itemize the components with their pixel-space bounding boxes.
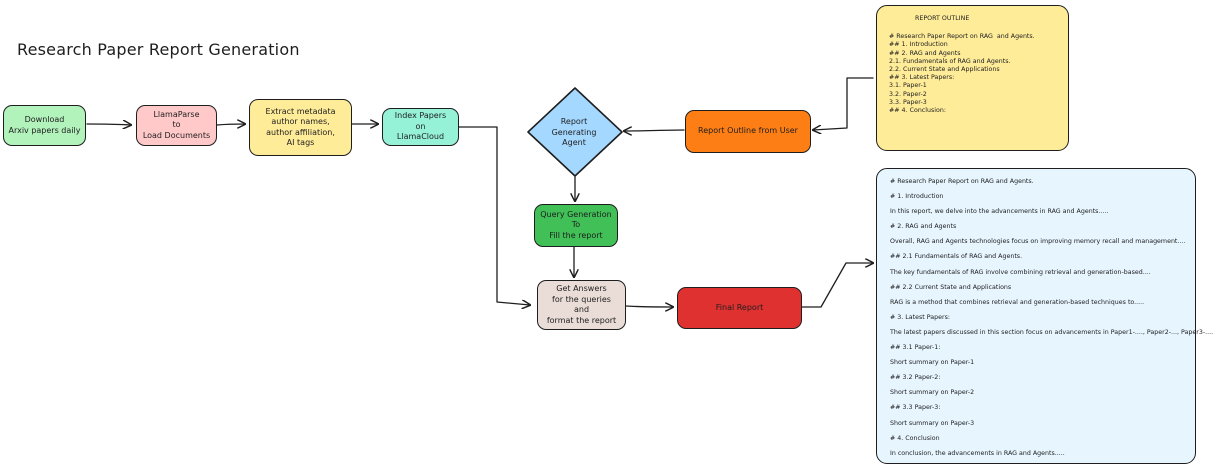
final-line: Short summary on Paper-3 bbox=[890, 419, 975, 427]
download-node: Download Arxiv papers daily bbox=[3, 105, 86, 146]
final-line: Overall, RAG and Agents technologies foc… bbox=[890, 238, 1186, 246]
query-generation-label: Query Generation To Fill the report bbox=[540, 209, 612, 240]
report-outline-note: REPORT OUTLINE # Research Paper Report o… bbox=[876, 5, 1069, 151]
report-generating-agent-label: Report Generating Agent bbox=[551, 117, 597, 147]
outline-line: ## 4. Conclusion: bbox=[889, 107, 947, 115]
arrow-llamaparse-to-extract bbox=[216, 124, 245, 125]
outline-line: # Research Paper Report on RAG and Agent… bbox=[889, 33, 1035, 41]
final-line: ## 2.2 Current State and Applications bbox=[890, 283, 1012, 291]
outline-line: 3.1. Paper-1 bbox=[889, 82, 927, 90]
outline-line: ## 1. Introduction bbox=[889, 41, 948, 49]
final-line: ## 2.1 Fundamentals of RAG and Agents. bbox=[890, 253, 1023, 261]
arrow-get-answers-to-final bbox=[625, 306, 673, 307]
arrow-outline-note-to-outline-box bbox=[813, 77, 874, 130]
final-report-node: Final Report bbox=[677, 287, 802, 329]
report-outline-from-user-node: Report Outline from User bbox=[685, 110, 811, 153]
extract-metadata-node: Extract metadata author names, author af… bbox=[249, 99, 352, 156]
report-outline-from-user-label: Report Outline from User bbox=[698, 126, 798, 136]
extract-metadata-label: Extract metadata author names, author af… bbox=[265, 106, 336, 148]
arrow-outline-box-to-agent bbox=[624, 130, 685, 131]
index-papers-label: Index Papers on LlamaCloud bbox=[394, 111, 447, 142]
final-line: RAG is a method that combines retrieval … bbox=[890, 298, 1145, 306]
get-answers-label: Get Answers for the queries and format t… bbox=[546, 284, 617, 325]
final-line: # 1. Introduction bbox=[890, 193, 944, 201]
diagram-title: Research Paper Report Generation bbox=[17, 40, 300, 59]
final-line: # 2. RAG and Agents bbox=[890, 223, 957, 231]
outline-line: 2.1. Fundamentals of RAG and Agents. bbox=[889, 57, 1011, 65]
final-report-label: Final Report bbox=[715, 302, 764, 312]
get-answers-node: Get Answers for the queries and format t… bbox=[537, 280, 626, 330]
arrow-final-to-final-note bbox=[801, 263, 873, 308]
final-line: ## 3.1 Paper-1: bbox=[890, 344, 941, 352]
arrow-download-to-llamaparse bbox=[86, 124, 131, 125]
outline-line: 3.3. Paper-3 bbox=[889, 98, 927, 106]
final-line: ## 3.3 Paper-3: bbox=[890, 404, 941, 412]
final-line: ## 3.2 Paper-2: bbox=[890, 374, 941, 382]
final-line: Short summary on Paper-1 bbox=[890, 359, 975, 367]
query-generation-node: Query Generation To Fill the report bbox=[534, 204, 618, 247]
final-line: # 3. Latest Papers: bbox=[890, 313, 950, 321]
arrow-index-to-get-answers bbox=[458, 126, 530, 305]
final-line: # 4. Conclusion bbox=[890, 434, 940, 442]
llamaparse-label: LlamaParse to Load Documents bbox=[142, 109, 211, 140]
outline-line: 2.2. Current State and Applications bbox=[889, 66, 1000, 74]
outline-line: 3.2. Paper-2 bbox=[889, 90, 927, 98]
index-papers-node: Index Papers on LlamaCloud bbox=[382, 108, 459, 146]
outline-line: ## 2. RAG and Agents bbox=[889, 49, 961, 57]
final-line: # Research Paper Report on RAG and Agent… bbox=[890, 178, 1034, 185]
final-report-note: # Research Paper Report on RAG and Agent… bbox=[876, 168, 1213, 464]
llamaparse-node: LlamaParse to Load Documents bbox=[136, 105, 217, 146]
final-line: The key fundamentals of RAG involve comb… bbox=[890, 268, 1151, 276]
final-line: The latest papers discussed in this sect… bbox=[890, 328, 1213, 336]
report-outline-heading: REPORT OUTLINE bbox=[915, 15, 970, 22]
download-label: Download Arxiv papers daily bbox=[8, 115, 81, 135]
final-line: In this report, we delve into the advanc… bbox=[890, 208, 1109, 216]
report-generating-agent-diamond bbox=[527, 87, 623, 177]
final-line: In conclusion, the advancements in RAG a… bbox=[890, 449, 1065, 457]
outline-line: ## 3. Latest Papers: bbox=[889, 74, 955, 82]
final-line: Short summary on Paper-2 bbox=[890, 389, 975, 397]
